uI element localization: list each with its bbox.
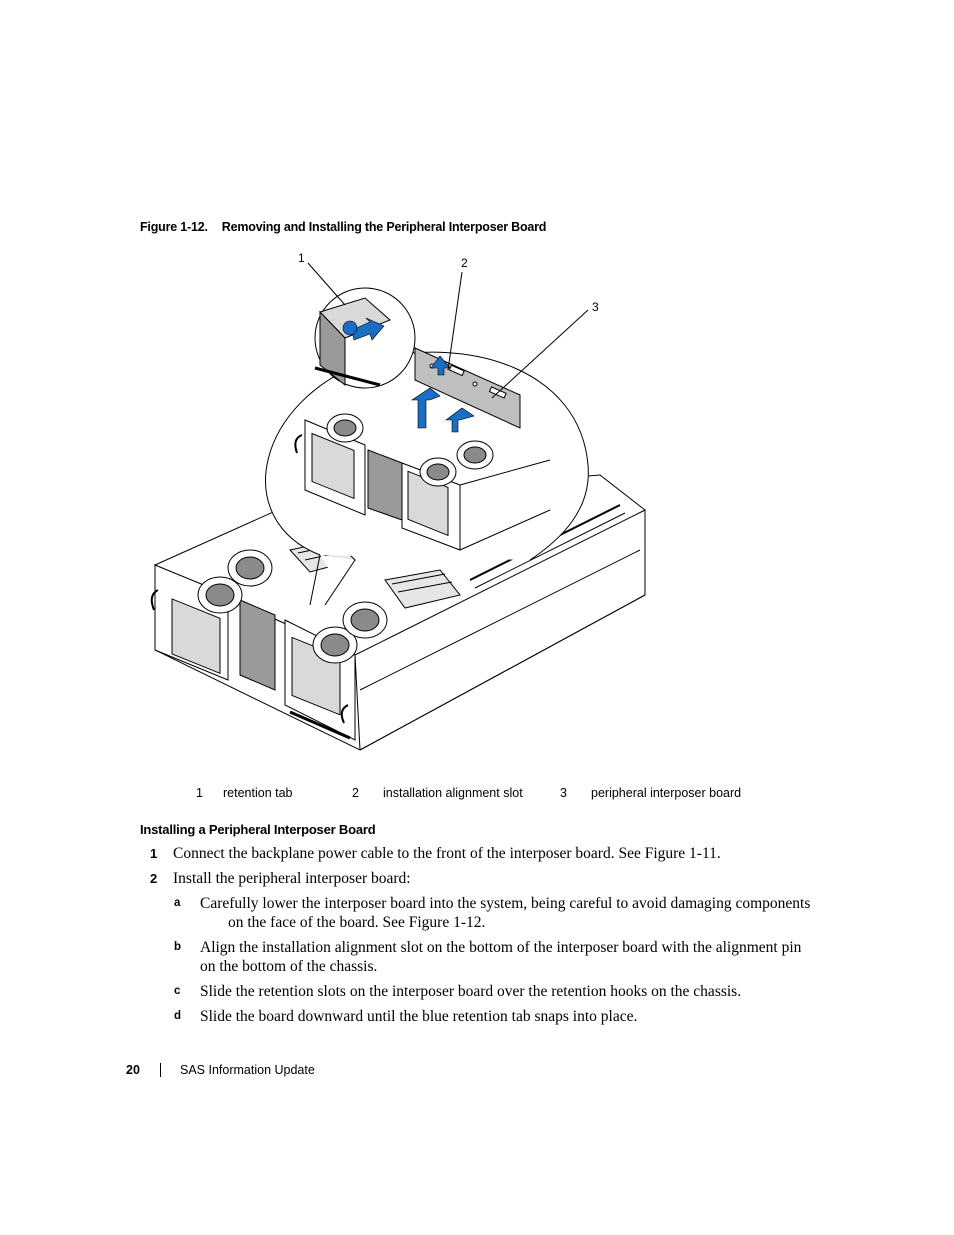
substep-letter: b [174,941,182,953]
callout-1: 1 [298,251,305,265]
callout-leaders [307,262,589,399]
legend-num-2: 2 [352,786,359,800]
retention-tab-zoom [314,287,416,389]
figure-title: Removing and Installing the Peripheral I… [221,220,547,234]
substep-line: Align the installation alignment slot on… [200,939,802,956]
page-number: 20 [126,1063,140,1077]
legend-num-3: 3 [560,786,567,800]
section-heading: Installing a Peripheral Interposer Board [140,822,376,837]
legend-label-1: retention tab [223,786,293,800]
interposer-board-illustration: 1 2 3 [150,251,646,751]
substep-letter: a [174,897,181,909]
substep-line: Carefully lower the interposer board int… [200,895,811,912]
legend-num-1: 1 [196,786,203,800]
callout-2: 2 [461,256,468,270]
page-footer: 20 SAS Information Update [126,1063,315,1077]
callout-3: 3 [592,300,599,314]
substep-line: on the bottom of the chassis. [200,958,378,975]
figure-caption: Figure 1-12. Removing and Installing the … [140,220,546,234]
footer-separator [160,1063,161,1077]
blue-arrow-icon [342,317,475,433]
step-text: Connect the backplane power cable to the… [173,845,721,862]
legend-label-2: installation alignment slot [383,786,523,800]
substep-letter: c [174,985,181,997]
substep-line: Slide the retention slots on the interpo… [200,983,742,1000]
legend-label-3: peripheral interposer board [591,786,742,800]
step-text: Install the peripheral interposer board: [173,870,411,887]
substep-letter: d [174,1010,182,1022]
step-number: 2 [150,871,158,886]
document-title: SAS Information Update [180,1063,315,1077]
substep-line: Slide the board downward until the blue … [200,1008,638,1025]
step-number: 1 [150,846,158,861]
figure-number: Figure 1-12. [140,220,208,234]
fan-assembly [197,549,388,664]
figure-legend: 1 retention tab 2 installation alignment… [0,786,954,806]
substep-line: on the face of the board. See Figure 1-1… [228,914,486,931]
